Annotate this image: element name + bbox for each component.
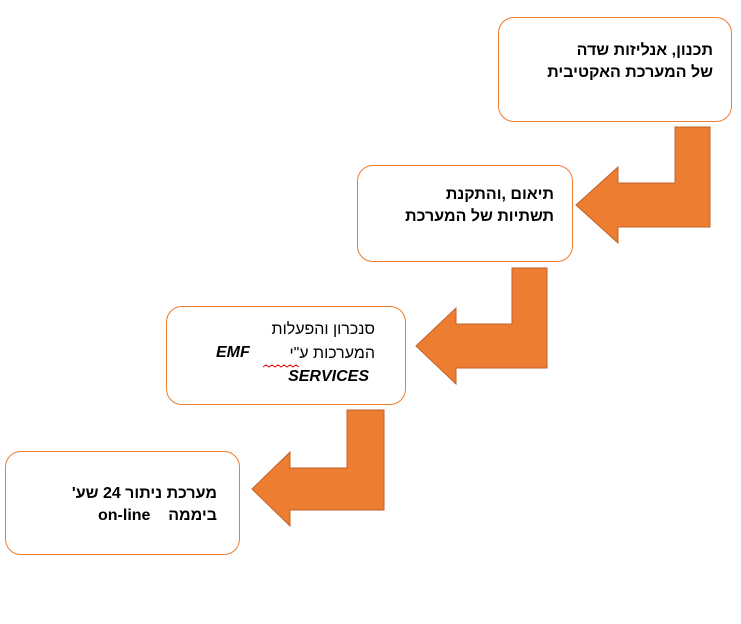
step-3-line-emf: EMF — [216, 344, 250, 361]
step-box-4: מערכת ניתור 24 שע' on-line ביממה — [5, 451, 240, 555]
step-3-line-1: סנכרון והפעלות — [271, 321, 375, 338]
down-left-arrow-3 — [251, 409, 385, 528]
step-2-line-2: תשתיות של המערכת — [405, 208, 554, 225]
step-1-line-2: של המערכת האקטיבית — [547, 64, 713, 81]
step-4-line-2: ביממה — [168, 507, 217, 524]
spellcheck-underline — [263, 364, 300, 368]
down-left-arrow-1 — [575, 126, 711, 245]
step-4-line-online: on-line — [98, 507, 151, 524]
step-box-2: תיאום ,והתקנת תשתיות של המערכת — [357, 165, 573, 262]
step-box-3: סנכרון והפעלות EMF המערכות ע"י SERVICES — [166, 306, 406, 405]
down-left-arrow-2 — [415, 267, 548, 386]
step-3-line-services: SERVICES — [288, 368, 369, 385]
step-1-line-1: תכנון, אנליזות שדה — [576, 42, 713, 59]
step-3-line-2: המערכות ע"י — [289, 345, 375, 362]
step-2-line-1: תיאום ,והתקנת — [445, 186, 554, 203]
step-box-1: תכנון, אנליזות שדה של המערכת האקטיבית — [498, 17, 732, 122]
step-4-line-1: מערכת ניתור 24 שע' — [71, 485, 217, 502]
